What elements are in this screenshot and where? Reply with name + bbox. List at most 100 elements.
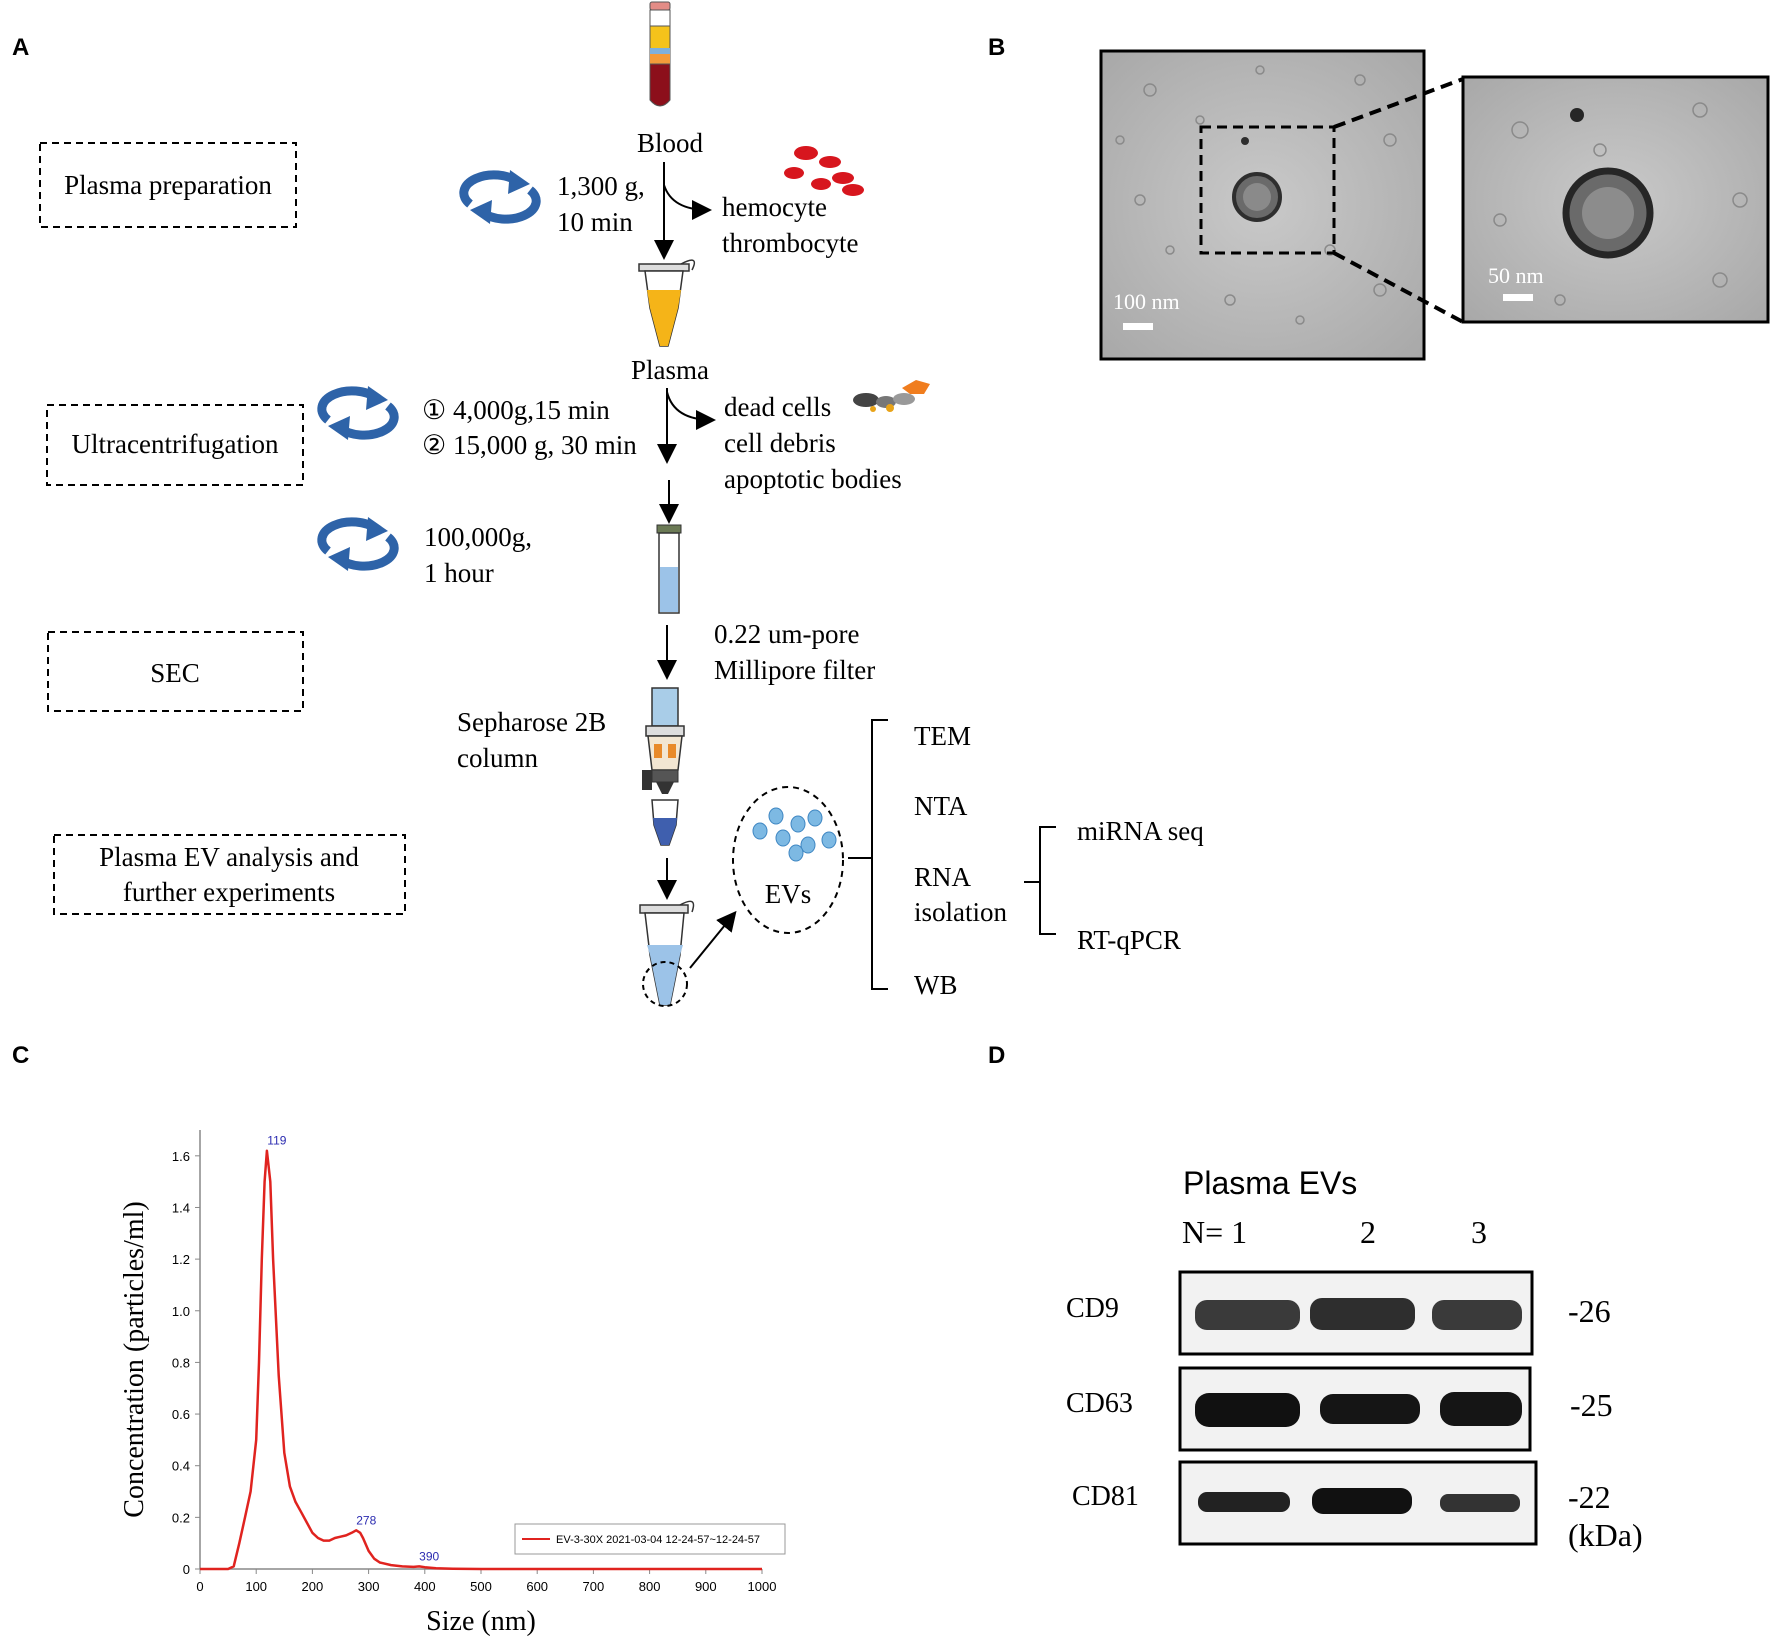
step-box-ev-analysis: Plasma EV analysis and further experimen… [53,834,406,915]
step-box-label: further experiments [123,877,335,907]
peak-label: 390 [419,1549,439,1563]
step-box-label: Ultracentrifugation [72,429,279,459]
removed1-line1: hemocyte [722,192,827,222]
rna-rt-qpcr: RT-qPCR [1077,925,1181,955]
x-axis-label: Size (nm) [426,1606,536,1637]
blot-size-cd63: -25 [1570,1387,1613,1423]
step-box-label: Plasma preparation [64,170,272,200]
step-box-label: SEC [150,658,200,688]
x-tick-label: 900 [695,1579,717,1594]
analysis-wb: WB [914,970,958,1000]
spin3-line1: 100,000g, [424,522,532,552]
analysis-tem: TEM [914,721,971,751]
y-tick-label: 1.0 [172,1304,190,1319]
lane-label-1: N= 1 [1182,1214,1247,1250]
red-blood-cells-icon [784,146,864,196]
y-tick-label: 0.2 [172,1510,190,1525]
x-tick-label: 500 [470,1579,492,1594]
y-tick-label: 0.4 [172,1459,190,1474]
blot-label-cd63: CD63 [1066,1388,1133,1419]
series-line [200,1149,762,1571]
ev-tube-icon [639,900,695,1007]
blot-size-cd81: -22 [1568,1479,1611,1515]
step-box-ultracentrifugation: Ultracentrifugation [46,404,304,486]
filter-line2: Millipore filter [714,655,875,685]
blood-label: Blood [637,128,704,158]
panel-d-letter: D [988,1042,1005,1069]
blot-cd9 [1178,1270,1534,1356]
zoom-line-bottom [1333,251,1464,324]
blot-label-cd81: CD81 [1072,1481,1139,1512]
x-tick-label: 1000 [748,1579,777,1594]
y-tick-label: 0.6 [172,1407,190,1422]
step-box-plasma-preparation: Plasma preparation [39,142,297,228]
y-tick-label: 0 [183,1562,190,1577]
y-tick-label: 1.2 [172,1252,190,1267]
blood-tube-icon [649,1,671,107]
plasma-tube-icon [638,259,696,347]
rna-mirna-seq: miRNA seq [1077,816,1204,846]
ev-arrow [689,910,737,969]
legend-box [514,1523,786,1555]
x-tick-label: 400 [414,1579,436,1594]
y-tick-label: 1.6 [172,1149,190,1164]
removed1-line2: thrombocyte [722,228,858,258]
x-tick-label: 800 [639,1579,661,1594]
centrifuge-icon [322,386,394,440]
peak-label: 119 [267,1134,286,1148]
removed2-line2: cell debris [724,428,836,458]
analysis-isolation: isolation [914,897,1007,927]
evs-label: EVs [765,879,812,909]
scale-bar-50nm [1503,294,1533,301]
x-tick-label: 600 [526,1579,548,1594]
scale-bar-label-50nm: 50 nm [1488,263,1544,288]
lane-label-3: 3 [1471,1214,1487,1250]
legend-label: EV-3-30X 2021-03-04 12-24-57~12-24-57 [556,1534,760,1546]
analyses-bracket [848,719,888,990]
filter-line1: 0.22 um-pore [714,619,859,649]
tem-image-overview: 100 nm [1099,49,1426,361]
step-box-label: Plasma EV analysis and [99,842,359,872]
spin1-line1: 1,300 g, [557,171,645,201]
x-tick-label: 300 [358,1579,380,1594]
collection-tube-icon [651,799,679,846]
x-tick-label: 200 [302,1579,324,1594]
y-tick-label: 0.8 [172,1355,190,1370]
rna-bracket [1024,826,1056,935]
tem-image-zoom: 50 nm [1461,75,1770,324]
removed2-line1: dead cells [724,392,831,422]
ultracentrifuge-tube-icon [656,524,682,614]
analysis-rna: RNA [914,862,972,892]
peak-label: 278 [356,1513,376,1527]
step-box-sec: SEC [47,631,304,712]
spin1-line2: 10 min [557,207,633,237]
spin3-line2: 1 hour [424,558,494,588]
blot-cd81 [1178,1460,1538,1546]
x-tick-label: 100 [245,1579,267,1594]
zoom-line-top [1333,77,1464,129]
plasma-label: Plasma [631,355,709,385]
centrifuge-icon [464,170,536,224]
sec-column-icon [642,687,685,794]
blot-unit: (kDa) [1568,1517,1643,1553]
western-blot-title: Plasma EVs [1183,1165,1357,1201]
ev-cluster-icon: EVs [732,786,844,934]
panel-c-letter: C [12,1042,29,1069]
blot-size-cd9: -26 [1568,1293,1611,1329]
column-line1: Sepharose 2B [457,707,606,737]
panel-b-letter: B [988,34,1005,61]
x-tick-label: 700 [583,1579,605,1594]
spin2-line1: ① 4,000g,15 min [422,395,610,425]
spin2-line2: ② 15,000 g, 30 min [422,430,637,460]
scale-bar-label-100nm: 100 nm [1113,289,1180,314]
panel-a-letter: A [12,34,29,61]
lane-label-2: 2 [1360,1214,1376,1250]
scale-bar-100nm [1123,323,1153,330]
removed2-line3: apoptotic bodies [724,464,902,494]
y-axis-label: Concentration (particles/ml) [119,1201,150,1517]
blot-cd63 [1178,1366,1532,1452]
dead-cells-icon [853,380,930,412]
analysis-nta: NTA [914,791,968,821]
side-arrow [663,184,712,220]
